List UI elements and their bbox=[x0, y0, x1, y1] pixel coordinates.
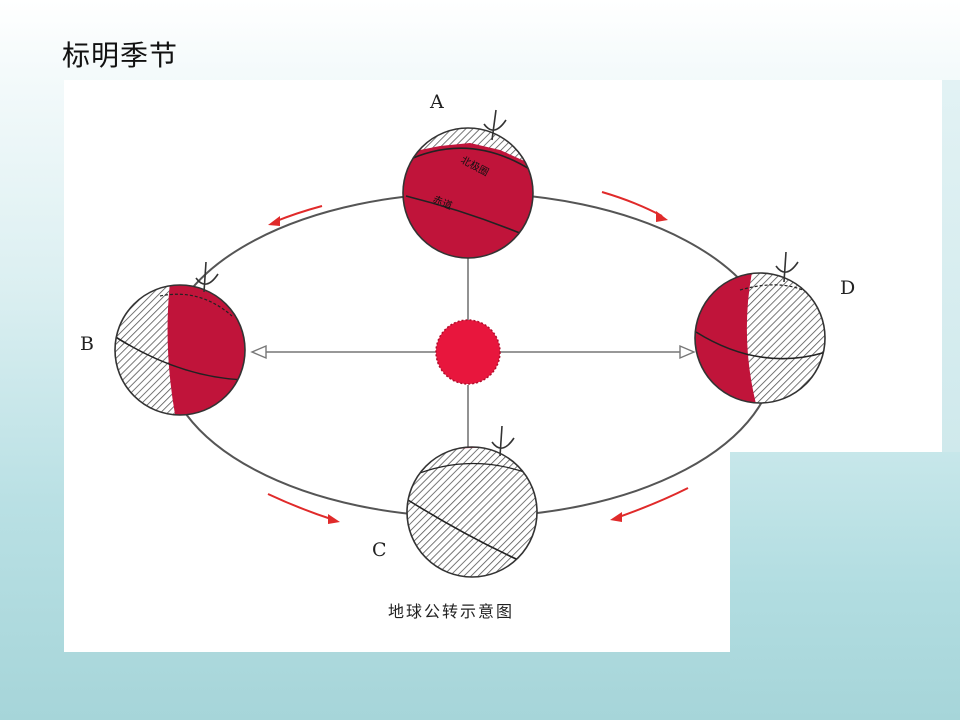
panel-edge bbox=[942, 80, 960, 452]
axis-arrow-a bbox=[483, 109, 507, 141]
label-d: D bbox=[840, 277, 855, 299]
radial-lines bbox=[255, 258, 692, 447]
arrow-bottom-left bbox=[267, 493, 335, 521]
pointer-left bbox=[250, 344, 267, 360]
background-corner bbox=[730, 452, 960, 720]
axis-arrow-b bbox=[195, 261, 219, 293]
label-a: A bbox=[429, 91, 444, 113]
pointer-right bbox=[679, 344, 696, 360]
slide-title: 标明季节 bbox=[62, 39, 179, 72]
label-b: B bbox=[80, 333, 94, 355]
diagram-caption: 地球公转示意图 bbox=[388, 602, 514, 621]
earth-globe-a: 北极圈 赤道 bbox=[402, 109, 534, 259]
arrow-top-left bbox=[273, 205, 323, 223]
axis-arrow-d bbox=[775, 251, 799, 283]
earth-globe-b bbox=[114, 261, 246, 416]
earth-globe-d bbox=[694, 251, 826, 404]
sun bbox=[435, 319, 501, 385]
arrow-top-right bbox=[601, 191, 663, 217]
earth-globe-c bbox=[406, 425, 538, 578]
axis-arrow-c bbox=[491, 425, 515, 457]
arrow-heads bbox=[268, 211, 668, 524]
arrow-bottom-right bbox=[615, 487, 689, 519]
label-c: C bbox=[372, 539, 387, 561]
